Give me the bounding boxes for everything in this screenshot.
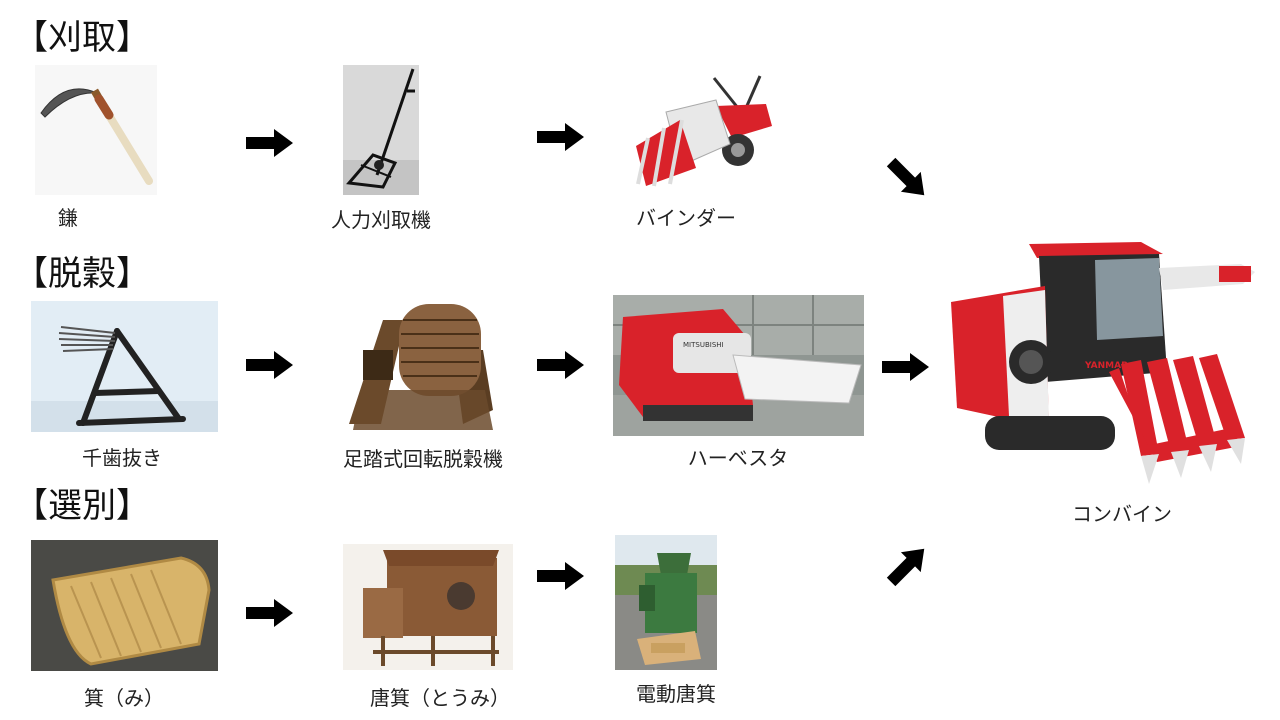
arrow-down-right-icon bbox=[884, 157, 932, 198]
caption-binder: バインダー bbox=[636, 206, 736, 230]
section-title-sorting: 【選別】 bbox=[14, 486, 150, 526]
pedal-thresher-image bbox=[343, 290, 503, 440]
caption-pedal-thresher: 足踏式回転脱穀機 bbox=[343, 447, 503, 471]
senbakoki-image bbox=[31, 301, 218, 432]
caption-combine: コンバイン bbox=[1072, 502, 1172, 526]
arrow-right-icon bbox=[537, 122, 585, 152]
arrow-right-icon bbox=[882, 352, 930, 382]
toumi-image bbox=[343, 544, 513, 670]
caption-mi: 箕（み） bbox=[84, 686, 164, 710]
arrow-up-right-icon bbox=[884, 546, 932, 587]
electric-toumi-image bbox=[615, 535, 717, 670]
caption-kama: 鎌 bbox=[58, 206, 78, 230]
section-title-harvest: 【刈取】 bbox=[14, 18, 150, 58]
arrow-right-icon bbox=[246, 128, 294, 158]
section-title-threshing: 【脱穀】 bbox=[14, 254, 150, 294]
manual-reaper-image bbox=[343, 65, 419, 195]
caption-toumi: 唐箕（とうみ） bbox=[370, 686, 510, 710]
arrow-right-icon bbox=[537, 350, 585, 380]
arrow-right-icon bbox=[537, 561, 585, 591]
harvester-brand-text: MITSUBISHI bbox=[683, 341, 724, 349]
caption-harvester: ハーベスタ bbox=[687, 446, 789, 470]
harvester-image: MITSUBISHI bbox=[613, 295, 864, 436]
caption-senbakoki: 千歯抜き bbox=[82, 446, 162, 470]
caption-manual-reaper: 人力刈取機 bbox=[331, 208, 431, 232]
arrow-right-icon bbox=[246, 598, 294, 628]
caption-electric-toumi: 電動唐箕 bbox=[636, 682, 716, 706]
binder-image bbox=[626, 68, 778, 190]
arrow-right-icon bbox=[246, 350, 294, 380]
combine-image: YANMAR bbox=[945, 232, 1265, 492]
combine-brand-text: YANMAR bbox=[1084, 361, 1128, 371]
mi-basket-image bbox=[31, 540, 218, 671]
kama-sickle-image bbox=[35, 65, 157, 195]
